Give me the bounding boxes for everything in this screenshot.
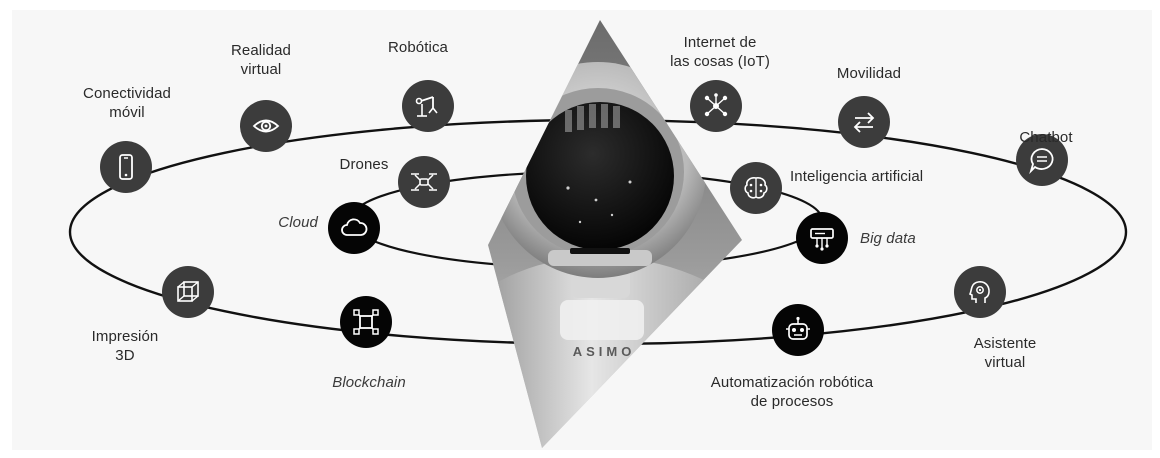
smartphone-icon xyxy=(119,154,133,180)
head-gear-icon xyxy=(968,281,990,303)
node-conectividad-movil[interactable] xyxy=(100,141,152,193)
node-drones[interactable] xyxy=(398,156,450,208)
cube-icon xyxy=(177,281,199,302)
drone-icon xyxy=(411,173,437,191)
label-inteligencia-artificial: Inteligencia artificial xyxy=(790,168,924,185)
cloud-icon xyxy=(341,218,368,236)
chat-bubble-icon xyxy=(1029,148,1054,175)
node-impresion-3d[interactable] xyxy=(162,266,214,318)
label-asistente-virtual: Asistente virtual xyxy=(973,335,1037,371)
label-cloud: Cloud xyxy=(278,214,318,231)
label-movilidad: Movilidad xyxy=(836,65,902,82)
node-robotica[interactable] xyxy=(402,80,454,132)
network-nodes-icon xyxy=(704,93,728,117)
label-impresion-3d: Impresión 3D xyxy=(91,328,159,364)
label-automatizacion-robotica: Automatización robótica de procesos xyxy=(710,374,874,410)
blockchain-icon xyxy=(353,309,379,335)
node-movilidad[interactable] xyxy=(838,96,890,148)
label-big-data: Big data xyxy=(860,230,916,247)
node-automatizacion-robotica[interactable] xyxy=(772,304,824,356)
label-internet-de-las-cosas: Internet de las cosas (IoT) xyxy=(670,34,770,70)
node-blockchain[interactable] xyxy=(340,296,392,348)
arrows-exchange-icon xyxy=(853,112,875,133)
node-realidad-virtual[interactable] xyxy=(240,100,292,152)
robot-head-icon xyxy=(786,316,810,340)
label-realidad-virtual: Realidad virtual xyxy=(230,42,292,78)
label-conectividad-movil: Conectividad móvil xyxy=(83,85,171,121)
svg-text:ASIMO: ASIMO xyxy=(573,344,636,359)
node-internet-de-las-cosas[interactable] xyxy=(690,80,742,132)
label-blockchain: Blockchain xyxy=(332,374,406,391)
label-chatbot: Chatbot xyxy=(1019,129,1073,146)
label-robotica: Robótica xyxy=(387,39,449,56)
node-asistente-virtual[interactable] xyxy=(954,266,1006,318)
label-drones: Drones xyxy=(339,156,389,173)
eye-icon xyxy=(252,119,280,133)
node-cloud[interactable] xyxy=(328,202,380,254)
server-icon xyxy=(810,228,834,251)
node-inteligencia-artificial[interactable] xyxy=(730,162,782,214)
robotic-arm-icon xyxy=(415,96,438,117)
node-big-data[interactable] xyxy=(796,212,848,264)
node-chatbot[interactable] xyxy=(1016,134,1068,186)
brain-icon xyxy=(744,177,768,199)
